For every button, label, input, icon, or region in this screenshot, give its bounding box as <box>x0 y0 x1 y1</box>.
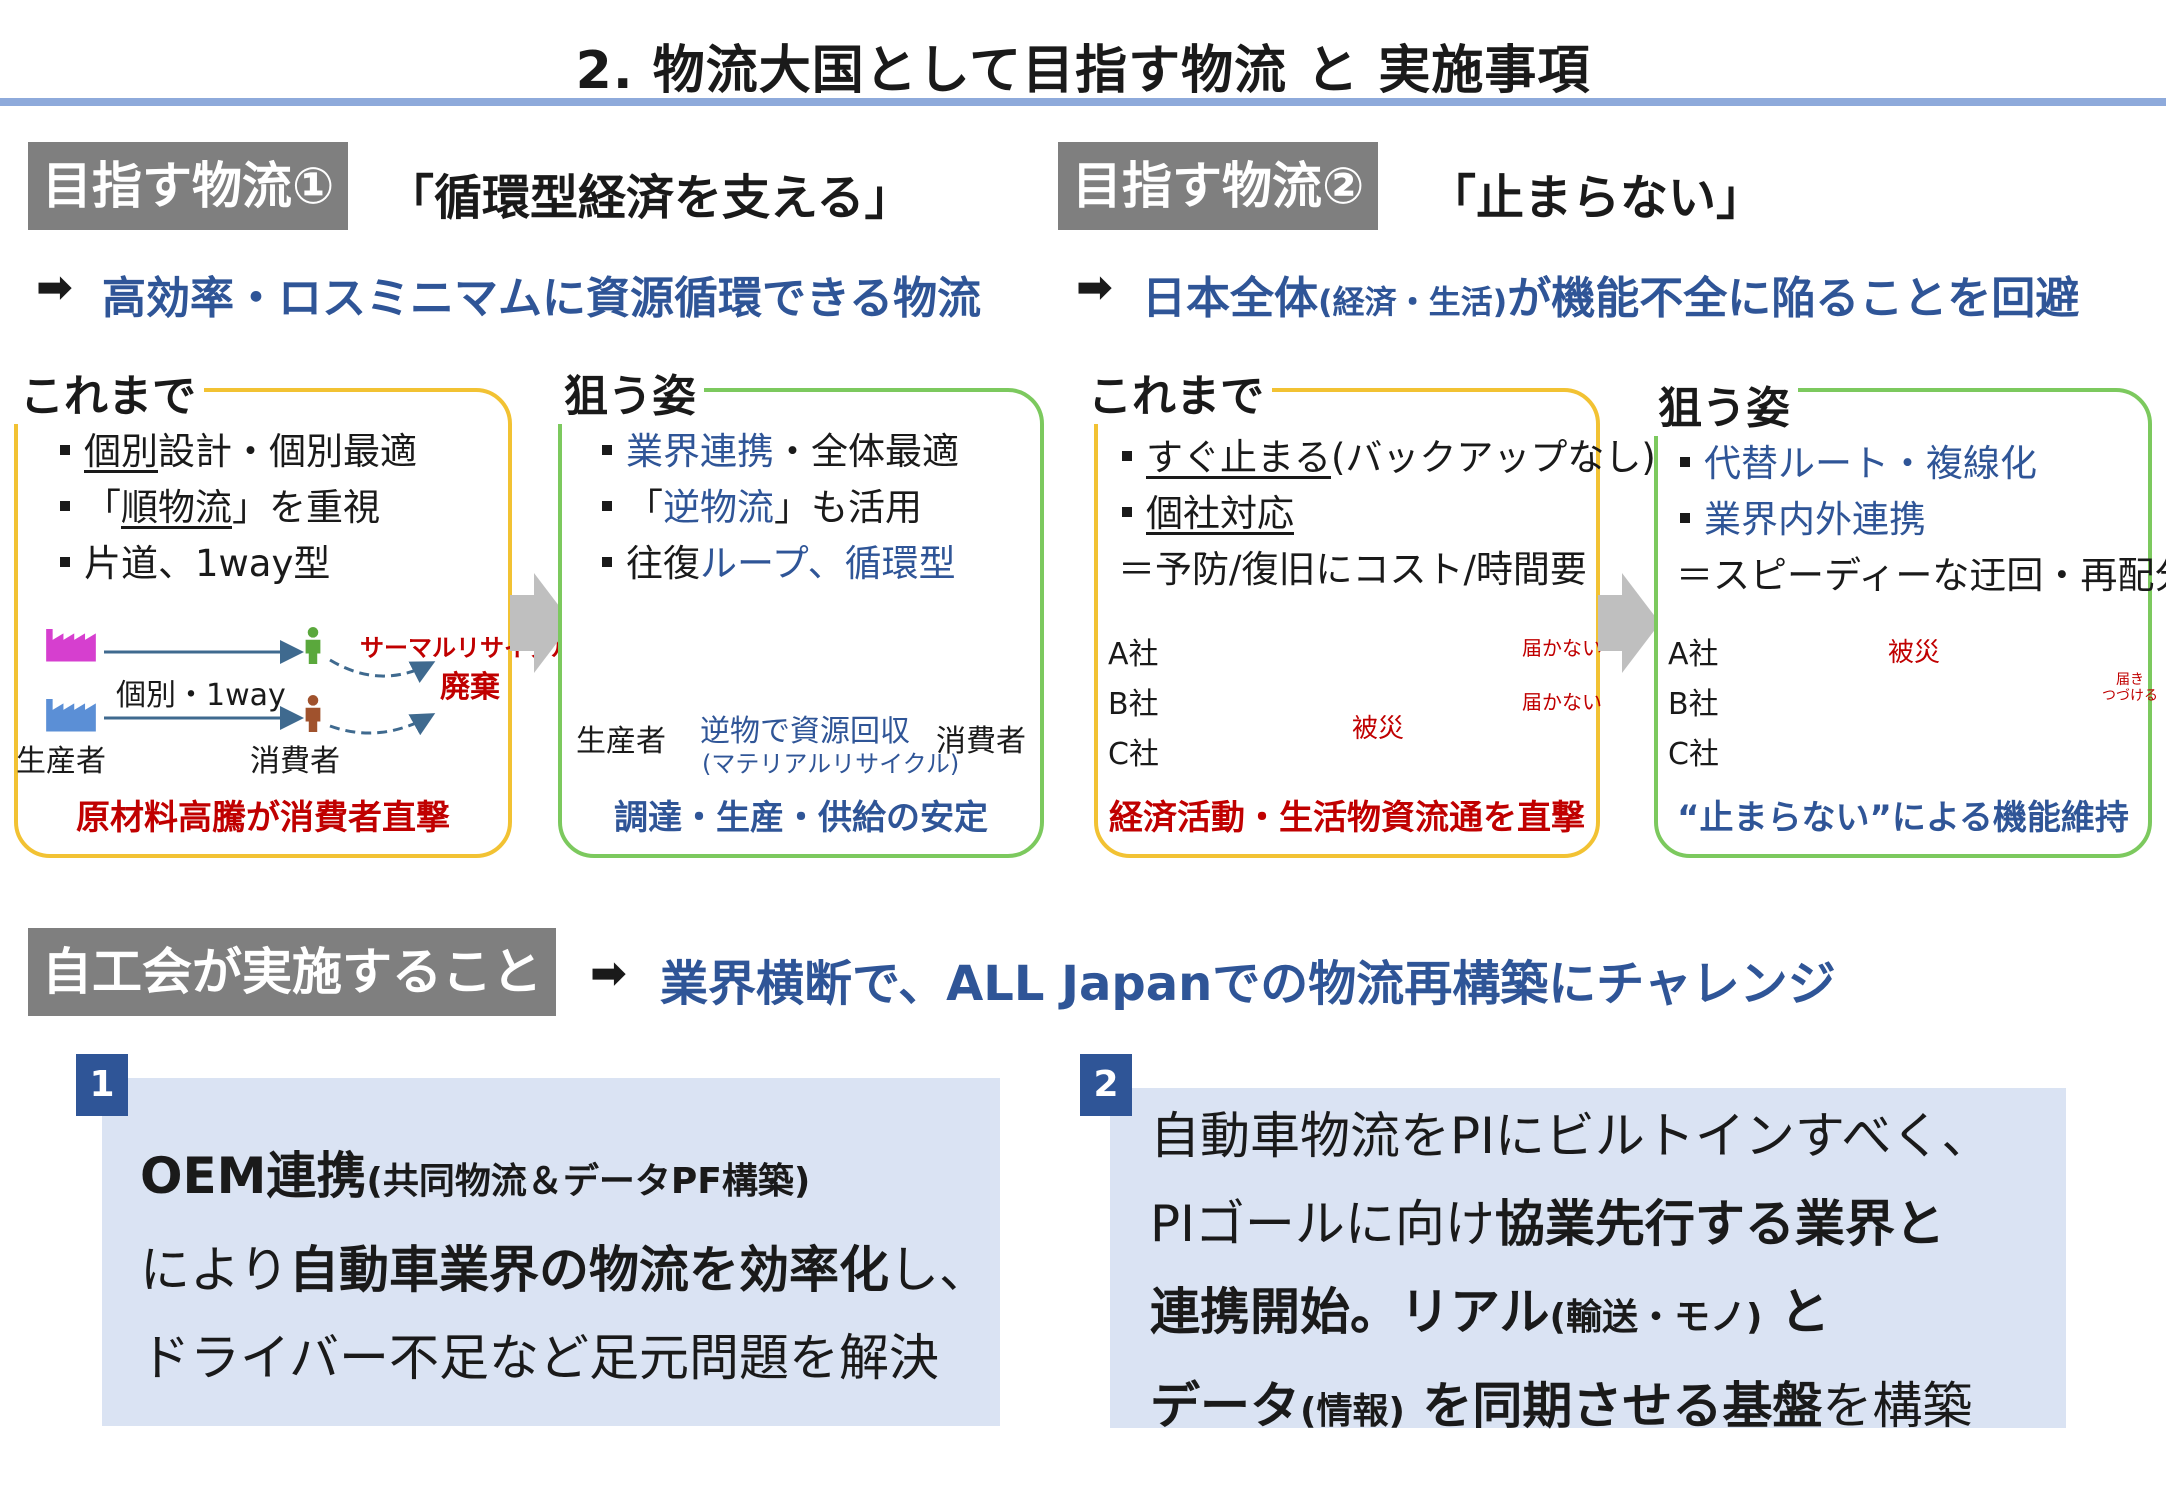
bullet-item: 業界内外連携 <box>1676 492 2166 548</box>
route-label: 個別・1way <box>116 678 286 713</box>
waste-label: 廃棄 <box>440 670 500 705</box>
goal2-tag: 目指す物流② <box>1058 142 1379 230</box>
company-label: A社 <box>1668 637 1719 672</box>
factory-icon <box>46 699 96 732</box>
page-title: 2. 物流大国として目指す物流 と 実施事項 <box>575 41 1591 101</box>
goal2-desc: 日本全体(経済・生活)が機能不全に陥ることを回避 <box>1142 273 2080 324</box>
bullet-item: 「逆物流」も活用 <box>598 480 959 536</box>
company-labels: A社 B社 C社 <box>1668 630 1719 780</box>
company-label: A社 <box>1108 637 1159 672</box>
not-delivered-label: 届かない <box>1522 636 1602 660</box>
goal1-desc: 高効率・ロスミニマムに資源循環できる物流 <box>102 273 982 324</box>
item1-number-badge: 1 <box>76 1054 128 1116</box>
bullet-item: 業界連携・全体最適 <box>598 424 959 480</box>
goal1-before-diagram <box>46 627 436 736</box>
goal1-arrow-icon: ➡ <box>36 262 73 313</box>
note: ＝スピーディーな迂回・再配分 <box>1676 554 2166 597</box>
bullet-item: 往復ループ、循環型 <box>598 536 959 592</box>
keep-delivering-label: 届きつづける <box>2102 672 2158 704</box>
item1-line3: ドライバー不足など足元問題を解決 <box>140 1329 939 1387</box>
goal1-quote: 「循環型経済を支える」 <box>386 170 913 226</box>
company-label: B社 <box>1108 687 1159 722</box>
goal1-target-caption: 調達・生産・供給の安定 <box>614 798 988 838</box>
reverse-flow-label: 逆物で資源回収 <box>700 714 910 749</box>
consumer-icon <box>305 627 321 664</box>
company-label: C社 <box>1668 737 1719 772</box>
material-recycle-label: (マテリアルリサイクル) <box>702 750 960 778</box>
goal1-tag: 目指す物流① <box>28 142 349 230</box>
goal2-target-bullets: 代替ルート・複線化 業界内外連携 ＝スピーディーな迂回・再配分 <box>1676 436 2166 604</box>
item2-box <box>1110 1088 2066 1428</box>
not-delivered-label: 届かない <box>1522 690 1602 714</box>
goal2-arrow-icon: ➡ <box>1076 262 1113 313</box>
bullet-item: 個別設計・個別最適 <box>56 424 417 480</box>
goal1-target-label: 狙う姿 <box>556 360 704 424</box>
chevron-right-icon <box>1598 573 1660 673</box>
title-rule <box>0 98 2166 106</box>
goal2-before-bullets: すぐ止まる(バックアップなし) 個社対応 ＝予防/復旧にコスト/時間要 <box>1118 430 1656 598</box>
bullet-item: 「順物流」を重視 <box>56 480 417 536</box>
factory-icon <box>46 629 96 662</box>
item1-text: OEM連携(共同物流＆データPF構築) により自動車業界の物流を効率化し、 ドラ… <box>140 1132 989 1402</box>
company-label: C社 <box>1108 737 1159 772</box>
company-label: B社 <box>1668 687 1719 722</box>
consumer-icon <box>305 695 321 732</box>
consumer-label: 消費者 <box>250 744 340 779</box>
goal1-target-panel <box>558 388 1044 858</box>
item2-number-badge: 2 <box>1080 1054 1132 1116</box>
goal1-before-bullets: 個別設計・個別最適 「順物流」を重視 片道、1way型 <box>56 424 417 592</box>
bullet-item: 片道、1way型 <box>56 536 417 592</box>
goal2-before-caption: 経済活動・生活物資流通を直撃 <box>1109 798 1585 838</box>
goal1-before-panel <box>14 388 512 858</box>
item1-line1: OEM連携(共同物流＆データPF構築) <box>140 1147 811 1205</box>
action-tag: 自工会が実施すること <box>28 928 556 1016</box>
item2-line2: PIゴールに向け協業先行する業界と <box>1150 1195 1945 1253</box>
disaster-label: 被災 <box>1888 638 1941 668</box>
item1-line2: により自動車業界の物流を効率化し、 <box>140 1241 989 1299</box>
goal2-target-caption: “止まらない”による機能維持 <box>1677 798 2129 838</box>
goal1-before-label: これまで <box>12 360 204 424</box>
goal1-before-caption: 原材料高騰が消費者直撃 <box>76 798 450 838</box>
item1-box <box>102 1078 1000 1426</box>
item2-text: 自動車物流をPIにビルトインすべく、 PIゴールに向け協業先行する業界と 連携開… <box>1150 1092 1991 1456</box>
bullet-item: 個社対応 <box>1118 486 1656 542</box>
note: ＝予防/復旧にコスト/時間要 <box>1118 548 1587 591</box>
company-labels: A社 B社 C社 <box>1108 630 1159 780</box>
consumer-label: 消費者 <box>936 724 1026 759</box>
bullet-item: 代替ルート・複線化 <box>1676 436 2166 492</box>
goal2-target-panel <box>1654 388 2152 858</box>
goal2-target-label: 狙う姿 <box>1650 372 1798 436</box>
action-desc: 業界横断で、ALL Japanでの物流再構築にチャレンジ <box>660 956 1836 1012</box>
item2-line1: 自動車物流をPIにビルトインすべく、 <box>1150 1107 1992 1165</box>
producer-label: 生産者 <box>16 744 106 779</box>
action-arrow-icon: ➡ <box>590 948 627 999</box>
goal2-quote: 「止まらない」 <box>1428 170 1765 226</box>
producer-label: 生産者 <box>576 724 666 759</box>
item2-line3: 連携開始。リアル(輸送・モノ) と <box>1150 1283 1830 1341</box>
goal1-target-bullets: 業界連携・全体最適 「逆物流」も活用 往復ループ、循環型 <box>598 424 959 592</box>
item2-line4: データ(情報) を同期させる基盤を構築 <box>1150 1377 1973 1435</box>
disaster-label: 被災 <box>1352 714 1405 744</box>
bullet-item: すぐ止まる(バックアップなし) <box>1118 430 1656 486</box>
goal2-before-label: これまで <box>1080 360 1272 424</box>
